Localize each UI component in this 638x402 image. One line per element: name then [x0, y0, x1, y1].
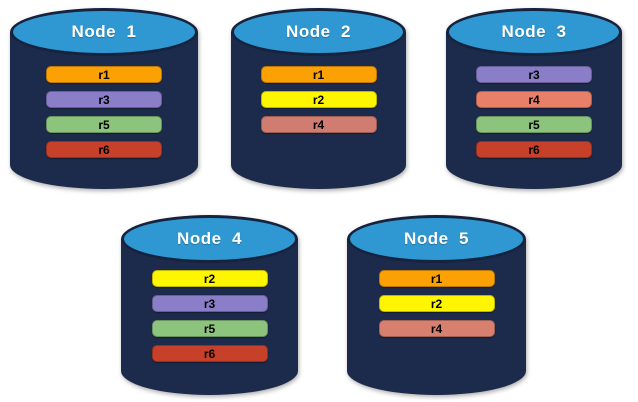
node-title: Node 2	[286, 22, 351, 41]
node-title: Node 3	[501, 22, 567, 41]
replica-bar-r5: r5	[151, 320, 268, 337]
db-node-4: Node 4 r2 r3 r5 r6	[121, 215, 298, 395]
cylinder-body	[231, 32, 406, 189]
replica-bar-r3: r3	[476, 66, 592, 83]
replica-label: r2	[312, 92, 325, 107]
replica-bar-r4: r4	[260, 116, 377, 133]
node-title: Node 1	[71, 22, 137, 41]
node-title: Node 4	[177, 229, 242, 248]
cylinder-top: Node 3	[446, 8, 622, 56]
replica-bar-r2: r2	[151, 270, 268, 287]
replica-bar-r6: r6	[476, 141, 592, 158]
replica-bar-r4: r4	[378, 320, 495, 337]
cylinder-body	[121, 239, 298, 395]
cylinder-top: Node 4	[121, 215, 298, 263]
replica-label: r1	[312, 67, 325, 82]
replica-bar-r4: r4	[476, 91, 592, 108]
replica-label: r6	[203, 346, 216, 361]
replica-bar-r1: r1	[46, 66, 162, 83]
replica-label: r3	[528, 67, 540, 82]
replica-label: r4	[528, 92, 540, 107]
db-node-1: Node 1 r1 r3 r5 r6	[10, 8, 198, 189]
replica-label: r4	[430, 321, 443, 336]
replica-label: r6	[98, 142, 110, 157]
replica-label: r4	[312, 117, 325, 132]
cylinder-top: Node 1	[10, 8, 198, 56]
replica-label: r5	[203, 321, 216, 336]
replica-bar-r6: r6	[46, 141, 162, 158]
cylinder-body	[347, 239, 526, 395]
replica-label: r3	[98, 92, 110, 107]
replica-list: r3 r4 r5 r6	[446, 66, 622, 158]
replica-bar-r2: r2	[378, 295, 495, 312]
replica-label: r1	[98, 67, 110, 82]
replica-bar-r6: r6	[151, 345, 268, 362]
replica-list: r1 r3 r5 r6	[10, 66, 198, 158]
replica-bar-r1: r1	[260, 66, 377, 83]
cylinder-body	[446, 32, 622, 189]
replica-label: r5	[98, 117, 110, 132]
replica-bar-r3: r3	[46, 91, 162, 108]
replica-list: r2 r3 r5 r6	[121, 270, 298, 362]
replica-label: r2	[430, 296, 443, 311]
replica-bar-r5: r5	[46, 116, 162, 133]
replica-list: r1 r2 r4	[347, 270, 526, 337]
replica-bar-r1: r1	[378, 270, 495, 287]
db-node-5: Node 5 r1 r2 r4	[347, 215, 526, 395]
db-node-3: Node 3 r3 r4 r5 r6	[446, 8, 622, 189]
replica-list: r1 r2 r4	[231, 66, 406, 133]
replica-label: r3	[203, 296, 216, 311]
cylinder-top: Node 5	[347, 215, 526, 263]
replica-label: r2	[203, 271, 216, 286]
db-node-2: Node 2 r1 r2 r4	[231, 8, 406, 189]
replica-bar-r2: r2	[260, 91, 377, 108]
replica-bar-r5: r5	[476, 116, 592, 133]
cylinder-body	[10, 32, 198, 189]
node-title: Node 5	[404, 229, 469, 248]
cylinder-top: Node 2	[231, 8, 406, 56]
replica-bar-r3: r3	[151, 295, 268, 312]
replica-label: r5	[528, 117, 540, 132]
replica-label: r1	[430, 271, 443, 286]
replica-label: r6	[528, 142, 540, 157]
